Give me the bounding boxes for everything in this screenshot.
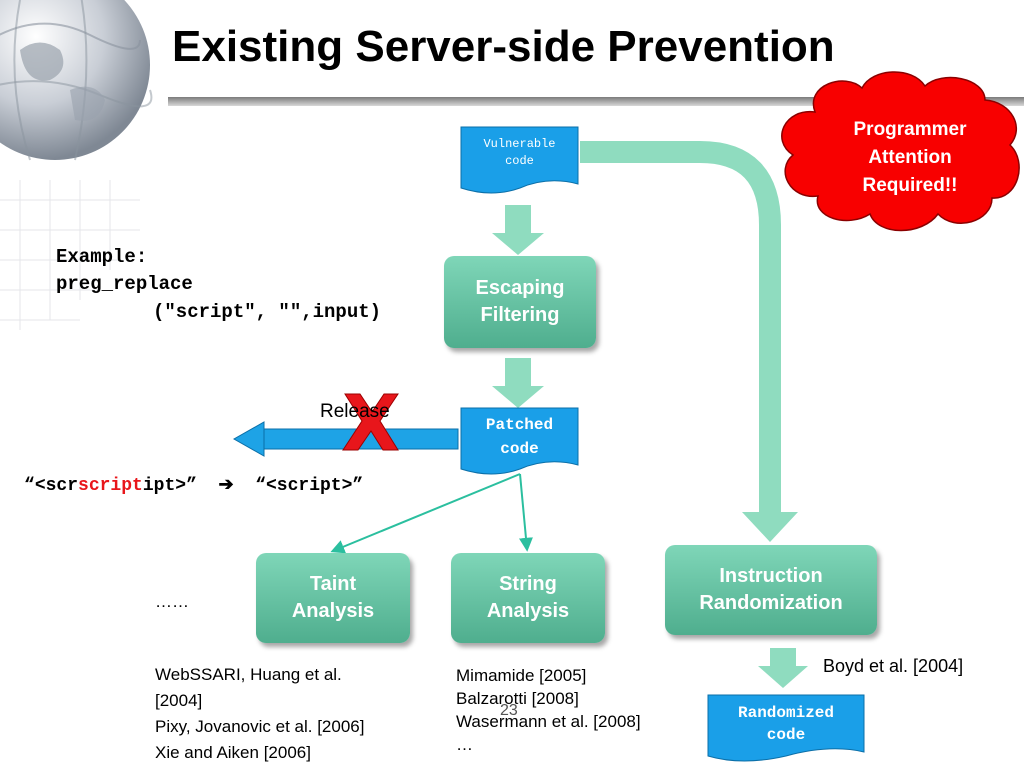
string-line-1: String — [499, 573, 557, 595]
taint-analysis-box: Taint Analysis — [256, 553, 410, 643]
down-arrow-2 — [492, 358, 544, 408]
string-analysis-box: String Analysis — [451, 553, 605, 643]
down-arrow-1 — [492, 205, 544, 255]
vulnerable-code-shape — [460, 126, 579, 194]
bypass-part-1: <scr — [34, 476, 79, 496]
cloud-line-1: Programmer — [853, 119, 967, 140]
release-label: Release — [320, 401, 390, 422]
title-underline — [168, 97, 1024, 106]
bypass-part-2: ipt> — [142, 476, 187, 496]
taint-ref-1: WebSSARI, Huang et al. — [155, 665, 342, 684]
vulnerable-code-node: Vulnerable code — [461, 136, 578, 170]
taint-ref-2: [2004] — [155, 691, 203, 710]
patched-to-taint-arrow — [330, 473, 521, 554]
string-ref-4: … — [456, 735, 473, 754]
taint-ref-4: Xie and Aiken [2006] — [155, 743, 311, 762]
taint-ref-3: Pixy, Jovanovic et al. [2006] — [155, 717, 365, 736]
escaping-line-1: Escaping — [475, 277, 565, 299]
escaping-filtering-box: Escaping Filtering — [444, 256, 596, 348]
instruction-line-2: Randomization — [699, 592, 843, 614]
example-arguments: ("script", "",input) — [153, 301, 382, 323]
cloud-line-2: Attention — [868, 147, 952, 168]
instruction-reference: Boyd et al. [2004] — [823, 656, 964, 676]
red-cloud — [781, 71, 1020, 232]
red-x-mark — [342, 393, 399, 451]
bypass-injected-word: script — [78, 476, 143, 496]
grid-decoration — [0, 180, 140, 330]
instruction-line-1: Instruction — [719, 565, 823, 587]
cloud-label: Programmer Attention Required!! — [820, 116, 1000, 200]
randomized-code-node: Randomized code — [708, 702, 864, 746]
patched-code-line-1: Patched — [485, 416, 554, 434]
vulnerable-code-line-1: Vulnerable — [483, 137, 556, 151]
curved-arrow — [580, 141, 798, 542]
patched-to-string-arrow — [518, 473, 533, 552]
slide-title: Existing Server-side Prevention — [172, 22, 835, 71]
escaping-line-2: Filtering — [480, 304, 560, 326]
randomized-code-shape — [707, 694, 865, 762]
string-references: Mimamide [2005] Balzarotti [2008] Waserm… — [456, 664, 641, 756]
bypass-close-quote: ” — [186, 476, 197, 496]
string-ref-1: Mimamide [2005] — [456, 666, 587, 685]
down-arrow-3 — [758, 648, 808, 688]
string-ref-2: Balzarotti [2008] — [456, 689, 579, 708]
string-line-2: Analysis — [486, 600, 570, 622]
bypass-open-quote: “ — [24, 476, 35, 496]
taint-line-2: Analysis — [291, 600, 375, 622]
vulnerable-code-line-2: code — [505, 154, 534, 168]
string-ref-3: Wasermann et al. [2008] — [456, 712, 641, 731]
patched-code-line-2: code — [500, 440, 539, 458]
bypass-example: “<scrscriptipt>” ➔ “<script>” — [24, 474, 363, 496]
bypass-arrow-icon: ➔ — [218, 476, 234, 496]
instruction-randomization-box: Instruction Randomization — [665, 545, 877, 635]
taint-line-1: Taint — [309, 573, 357, 595]
globe-decoration — [0, 0, 153, 161]
page-number: 23 — [500, 702, 518, 719]
example-function: preg_replace — [56, 273, 193, 295]
example-label: Example: — [56, 246, 148, 268]
cloud-line-3: Required!! — [862, 175, 958, 196]
patched-code-shape — [460, 407, 579, 475]
patched-code-node: Patched code — [461, 413, 578, 461]
taint-references: WebSSARI, Huang et al. [2004] Pixy, Jova… — [155, 662, 364, 766]
randomized-code-line-2: code — [766, 726, 806, 744]
randomized-code-line-1: Randomized — [737, 704, 834, 722]
release-arrow — [232, 421, 459, 457]
bypass-result: “<script>” — [255, 476, 364, 496]
ellipsis: …… — [155, 592, 189, 611]
